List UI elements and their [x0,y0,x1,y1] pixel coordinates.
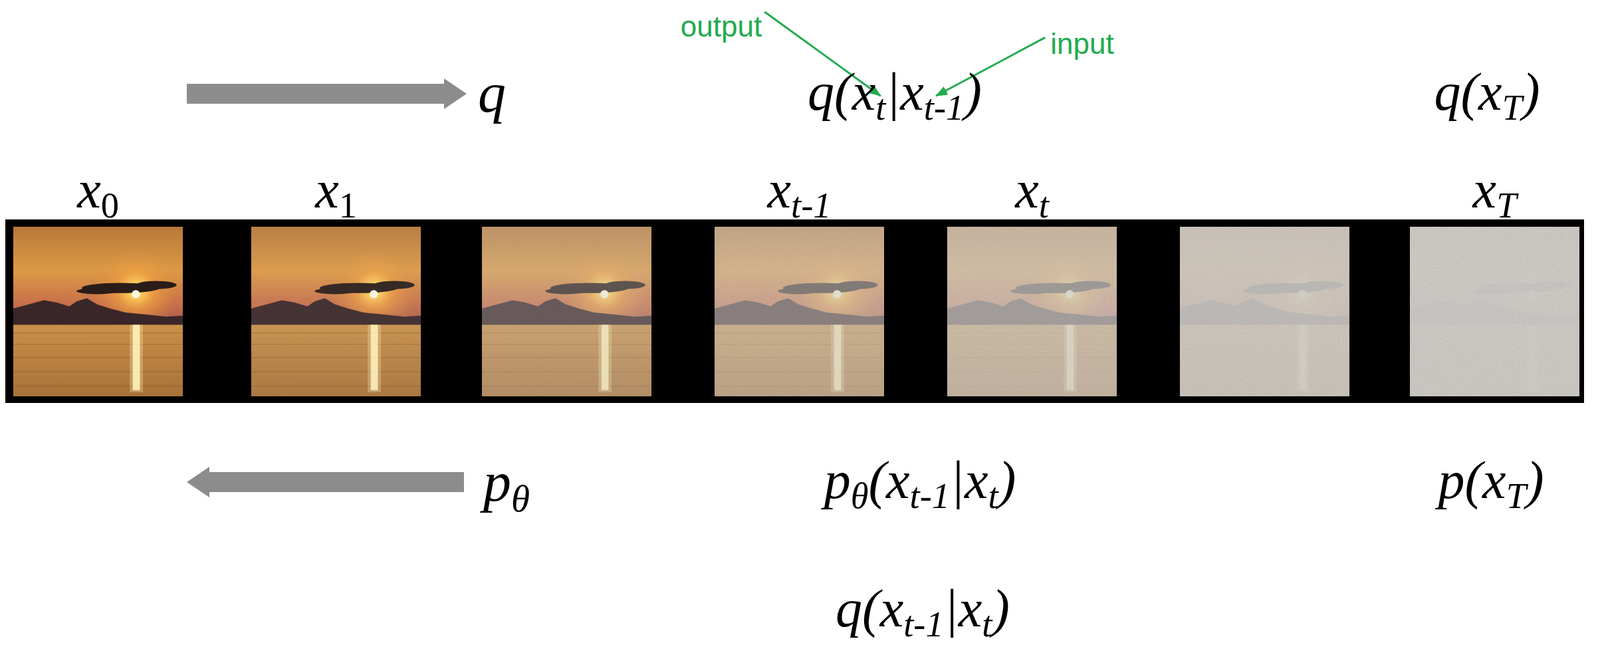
state-label: x1 [315,160,357,219]
text-part: q( [1433,62,1479,121]
text-part: x [964,450,989,510]
text-part: x [886,450,911,510]
text-part: t [981,604,992,645]
image-frame: xt [947,226,1117,397]
image [1409,226,1580,397]
text-part: t [875,87,886,128]
noise [947,226,1117,397]
text-part: t [1038,185,1049,226]
text-part: T [1502,87,1523,128]
text-part: θ [511,477,530,520]
forward-arrow [186,78,467,110]
formula: q(xT) [1433,62,1540,121]
arrow-shaft [207,471,464,492]
state-label: xT [1473,160,1517,219]
formula: p(xT) [1437,450,1544,510]
state-label: xt [1015,160,1049,219]
text-part: p [483,450,512,513]
state-label: x0 [77,160,119,219]
image [481,226,652,397]
text-part: output [680,9,762,43]
image [714,226,885,397]
reverse-arrow [186,466,464,498]
image [13,226,183,397]
text-part: t [988,475,999,516]
noise [251,226,421,397]
annotation: output [680,10,762,43]
image [947,226,1117,397]
text-part: q( [807,62,853,121]
text-part: | [885,62,901,121]
text-part: | [949,450,965,510]
text-part: ) [998,450,1017,510]
text-part: t-1 [923,87,964,128]
text-part: x [900,62,924,121]
text-part: T [1506,475,1527,516]
text-part: x [767,160,792,219]
text-part: ) [1522,62,1541,121]
text-part: 0 [101,185,119,226]
leader-arrow [935,37,1045,96]
arrow-head [444,78,467,110]
text-part: q( [835,578,881,638]
image [1179,226,1350,397]
text-part: t-1 [791,185,831,226]
formula: q [477,62,506,124]
text-part: p( [1437,450,1483,510]
image-frame: x0 [13,226,183,397]
text-part: 1 [339,185,357,226]
noise [481,226,652,397]
formula: pθ [483,451,530,513]
arrow-head [186,466,210,498]
text-part: t-1 [910,475,950,516]
text-part: x [958,578,983,638]
text-part: x [1478,62,1503,121]
text-part: x [852,62,877,121]
text-part: ) [991,578,1010,638]
text-part: x [1482,450,1507,510]
text-part: ( [868,450,887,510]
text-part: input [1050,27,1114,60]
annotation: input [1050,27,1114,60]
image [251,226,421,397]
text-part: | [943,578,959,638]
image-frame: xT [1409,226,1580,397]
image-frame: x1 [251,226,421,397]
formula: q(xt|xt-1) [807,62,982,121]
text-part: t-1 [903,604,944,645]
text-part: q [477,61,506,124]
text-part: x [77,160,102,219]
text-part: x [1015,160,1039,219]
text-part: p [824,450,851,510]
image-frame: xt-1 [714,226,885,397]
text-part: T [1496,185,1517,226]
text-part: x [880,578,905,638]
state-label: xt-1 [767,160,832,219]
arrow-shaft [186,83,447,104]
image-sequence [13,226,1580,397]
text-part: x [1473,160,1497,219]
text-part: ) [1526,450,1545,510]
film-strip [5,219,1585,403]
noise [1409,226,1580,397]
formula: q(xt-1|xt) [835,578,1010,638]
text-part: ) [963,62,982,121]
formula: pθ(xt-1|xt) [824,450,1017,510]
text-part: θ [850,475,869,516]
noise [714,226,885,397]
text-part: x [315,160,340,219]
noise [1179,226,1350,397]
